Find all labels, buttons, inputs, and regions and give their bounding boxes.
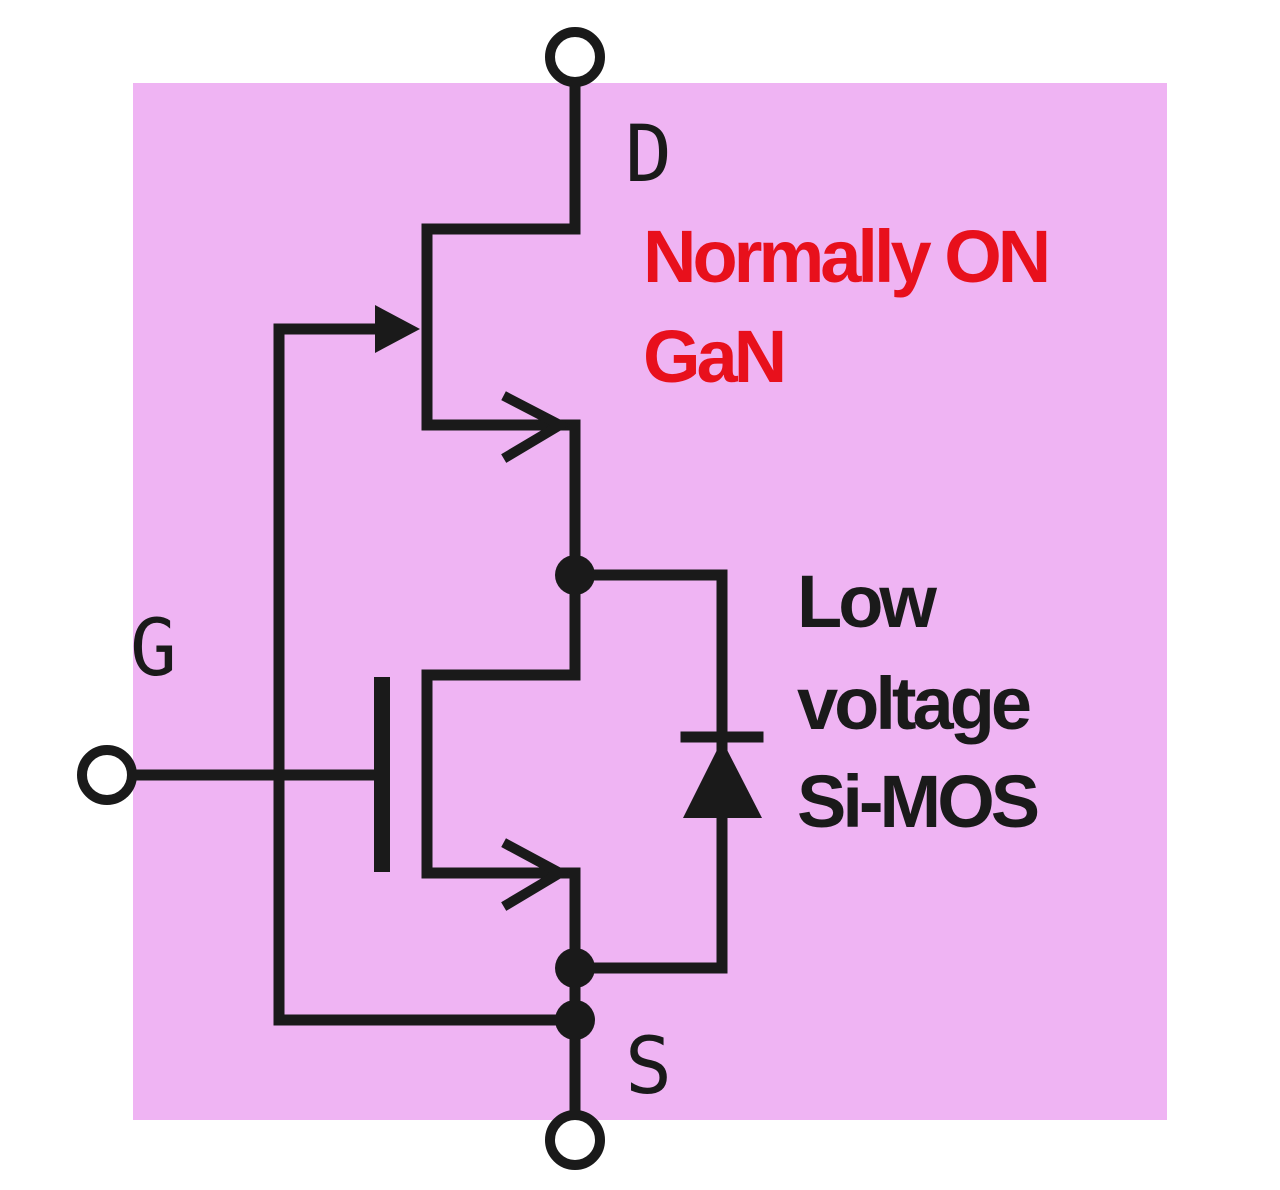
gan-label-line1: Normally ON <box>643 215 1047 298</box>
junction-dot-source <box>555 1000 595 1040</box>
mos-label-line2: voltage <box>797 662 1030 745</box>
source-terminal <box>545 1110 605 1170</box>
drain-label: D <box>625 110 672 200</box>
background-panel <box>133 83 1167 1120</box>
gan-gate-arrow <box>375 305 420 353</box>
source-label: S <box>625 1022 672 1112</box>
gan-gate-return-wire <box>273 323 581 1026</box>
gan-source-arrow <box>501 391 571 463</box>
junction-dot-diode <box>555 948 595 988</box>
gate-label: G <box>130 604 177 694</box>
mos-source-arrow <box>501 838 571 911</box>
junction-dot-mid <box>555 555 595 595</box>
gate-terminal <box>77 745 137 805</box>
body-diode-triangle <box>683 740 762 818</box>
drain-wire <box>421 78 581 1146</box>
mos-label-line3: Si-MOS <box>797 760 1038 843</box>
mos-label-line1: Low <box>797 560 937 643</box>
gan-label-line2: GaN <box>643 315 783 398</box>
drain-terminal <box>545 27 605 87</box>
